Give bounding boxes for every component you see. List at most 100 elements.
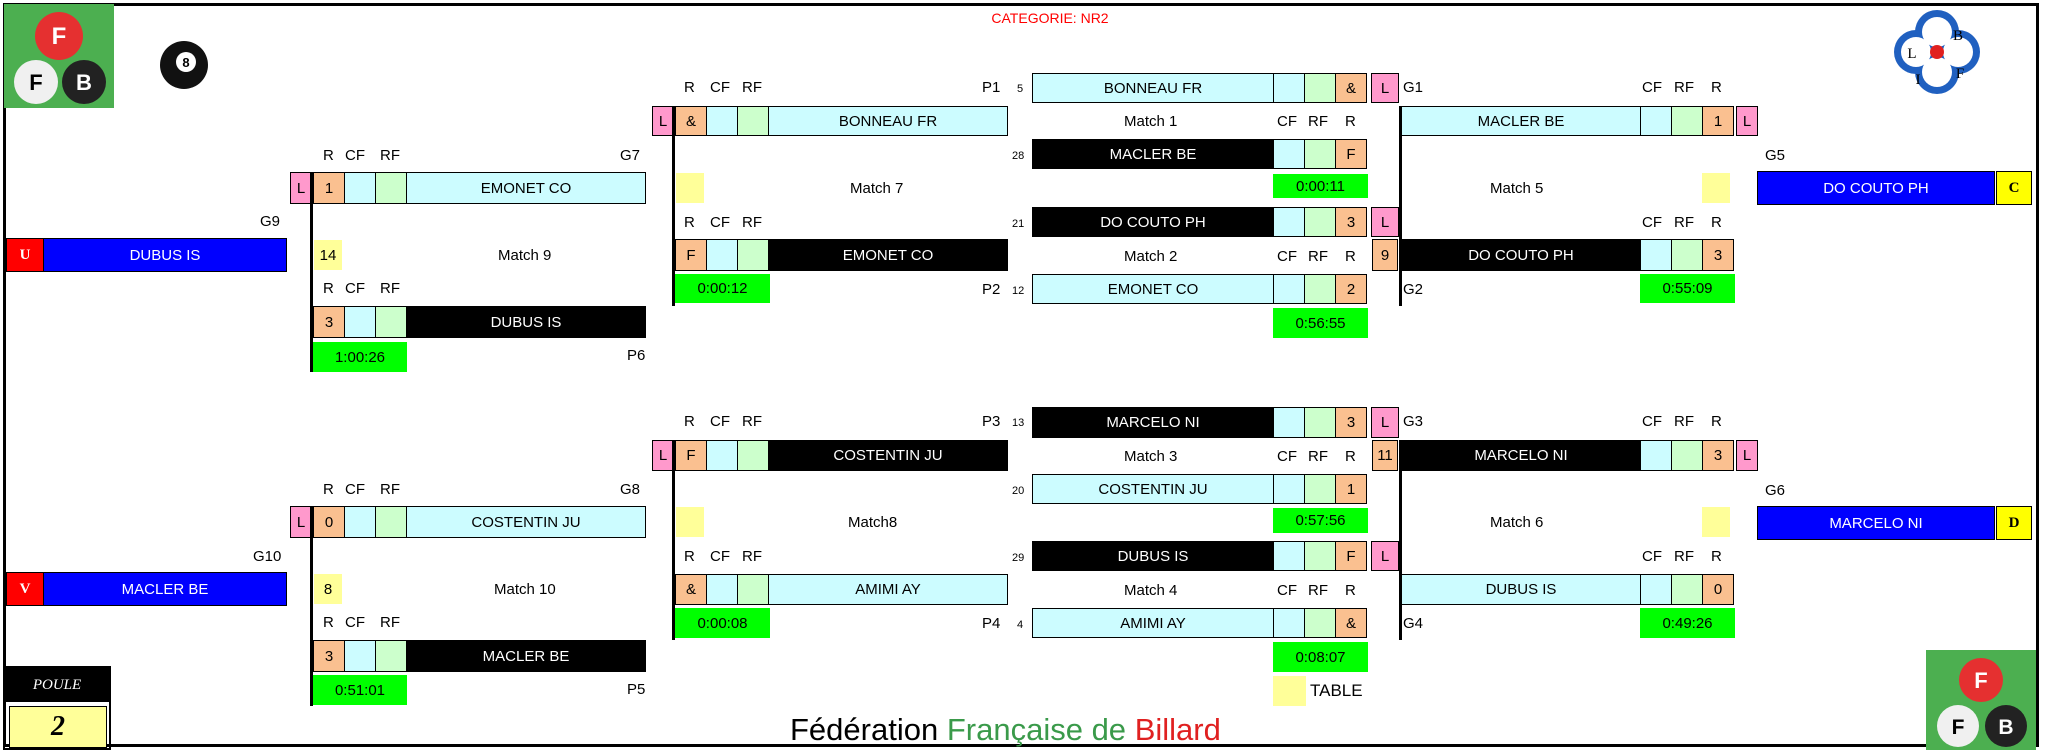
m7-top-player[interactable]: BONNEAU FR bbox=[768, 106, 1008, 136]
m9-winner[interactable]: DUBUS IS bbox=[43, 238, 287, 272]
m6-bot-player[interactable]: DUBUS IS bbox=[1401, 574, 1641, 605]
m8-bot-player[interactable]: AMIMI AY bbox=[768, 574, 1008, 605]
m8-top-player[interactable]: COSTENTIN JU bbox=[768, 440, 1008, 471]
table-legend-swatch bbox=[1273, 676, 1306, 706]
m1-top-rf[interactable] bbox=[1304, 73, 1336, 103]
m6-top-player[interactable]: MARCELO NI bbox=[1401, 440, 1641, 471]
m3-top-rf[interactable] bbox=[1304, 407, 1336, 438]
m7-bot-player[interactable]: EMONET CO bbox=[768, 239, 1008, 271]
m4-bot-result[interactable]: & bbox=[1335, 608, 1367, 638]
lbif-logo: L B I F bbox=[1892, 8, 1982, 96]
m7-top-rf[interactable] bbox=[737, 106, 769, 136]
footer-word-3: Billard bbox=[1134, 712, 1221, 747]
m5-bot-result[interactable]: 3 bbox=[1702, 239, 1734, 271]
m2-bot-player[interactable]: EMONET CO bbox=[1032, 274, 1274, 304]
m2-bot-cf[interactable] bbox=[1273, 274, 1305, 304]
m8-bot-rf[interactable] bbox=[737, 574, 769, 605]
m1-bot-rf[interactable] bbox=[1304, 139, 1336, 169]
m6-bot-rf[interactable] bbox=[1671, 574, 1703, 605]
m1-top-result[interactable]: & bbox=[1335, 73, 1367, 103]
m2-label: Match 2 bbox=[1124, 248, 1178, 265]
m2-top-player[interactable]: DO COUTO PH bbox=[1032, 207, 1274, 237]
m10-bot-result[interactable]: 3 bbox=[313, 640, 345, 672]
m10-top-result[interactable]: 0 bbox=[313, 506, 345, 538]
m8-col-cf2: CF bbox=[710, 548, 730, 565]
m2-top-result[interactable]: 3 bbox=[1335, 207, 1367, 237]
m6-top-result[interactable]: 3 bbox=[1702, 440, 1734, 471]
m9-top-player[interactable]: EMONET CO bbox=[406, 172, 646, 204]
m6-bot-cf[interactable] bbox=[1640, 574, 1672, 605]
m9-bot-player[interactable]: DUBUS IS bbox=[406, 306, 646, 338]
m5-winner[interactable]: DO COUTO PH bbox=[1757, 171, 1995, 205]
m5-top-player[interactable]: MACLER BE bbox=[1401, 106, 1641, 136]
m1-bot-player[interactable]: MACLER BE bbox=[1032, 139, 1274, 169]
m7-top-result[interactable]: & bbox=[675, 106, 707, 136]
m4-bot-rf[interactable] bbox=[1304, 608, 1336, 638]
m5-time: 0:55:09 bbox=[1640, 274, 1735, 303]
m1-top-cf[interactable] bbox=[1273, 73, 1305, 103]
m5-bot-rf[interactable] bbox=[1671, 239, 1703, 271]
m10-top-rf[interactable] bbox=[375, 506, 407, 538]
m3-bot-cf[interactable] bbox=[1273, 474, 1305, 504]
m9-bot-rf[interactable] bbox=[375, 306, 407, 338]
m6-bot-result[interactable]: 0 bbox=[1702, 574, 1734, 605]
m6-winner[interactable]: MARCELO NI bbox=[1757, 506, 1995, 540]
m5-top-rf[interactable] bbox=[1671, 106, 1703, 136]
m10-winner[interactable]: MACLER BE bbox=[43, 572, 287, 606]
ffb-logo-bottom: F F B bbox=[1926, 650, 2036, 750]
m7-time: 0:00:12 bbox=[675, 274, 770, 303]
m8-top-rf[interactable] bbox=[737, 440, 769, 471]
m10-bot-cf[interactable] bbox=[344, 640, 376, 672]
m4-top-result[interactable]: F bbox=[1335, 541, 1367, 571]
m2-top-cf[interactable] bbox=[1273, 207, 1305, 237]
m7-bot-cf[interactable] bbox=[706, 239, 738, 271]
m1-bot-cf[interactable] bbox=[1273, 139, 1305, 169]
m8-top-cf[interactable] bbox=[706, 440, 738, 471]
m3-top-flag: L bbox=[1371, 407, 1399, 438]
m3-top-num: 13 bbox=[1012, 417, 1025, 429]
m1-col-r: R bbox=[1345, 113, 1356, 130]
m6-top-cf[interactable] bbox=[1640, 440, 1672, 471]
m5-top-result[interactable]: 1 bbox=[1702, 106, 1734, 136]
m2-top-rf[interactable] bbox=[1304, 207, 1336, 237]
m9-top-result[interactable]: 1 bbox=[313, 172, 345, 204]
m5-col-r: R bbox=[1711, 79, 1722, 96]
m7-bot-rf[interactable] bbox=[737, 239, 769, 271]
m5-top-cf[interactable] bbox=[1640, 106, 1672, 136]
m4-top-cf[interactable] bbox=[1273, 541, 1305, 571]
m1-top-player[interactable]: BONNEAU FR bbox=[1032, 73, 1274, 103]
m8-top-result[interactable]: F bbox=[675, 440, 707, 471]
svg-text:B: B bbox=[1998, 716, 2013, 739]
m10-top-cf[interactable] bbox=[344, 506, 376, 538]
m4-bot-cf[interactable] bbox=[1273, 608, 1305, 638]
m4-top-player[interactable]: DUBUS IS bbox=[1032, 541, 1274, 571]
m5-g-win: G5 bbox=[1765, 147, 1786, 164]
m5-bot-cf[interactable] bbox=[1640, 239, 1672, 271]
m3-bot-player[interactable]: COSTENTIN JU bbox=[1032, 474, 1274, 504]
m6-top-rf[interactable] bbox=[1671, 440, 1703, 471]
m5-bot-player[interactable]: DO COUTO PH bbox=[1401, 239, 1641, 271]
m8-bot-cf[interactable] bbox=[706, 574, 738, 605]
m3-top-cf[interactable] bbox=[1273, 407, 1305, 438]
m7-bot-result[interactable]: F bbox=[675, 239, 707, 271]
m10-bot-rf[interactable] bbox=[375, 640, 407, 672]
m2-bot-rf[interactable] bbox=[1304, 274, 1336, 304]
m9-bot-result[interactable]: 3 bbox=[313, 306, 345, 338]
m9-top-cf[interactable] bbox=[344, 172, 376, 204]
m7-top-cf[interactable] bbox=[706, 106, 738, 136]
m1-bot-result[interactable]: F bbox=[1335, 139, 1367, 169]
m10-bot-player[interactable]: MACLER BE bbox=[406, 640, 646, 672]
m9-bot-cf[interactable] bbox=[344, 306, 376, 338]
m3-top-player[interactable]: MARCELO NI bbox=[1032, 407, 1274, 438]
m10-top-player[interactable]: COSTENTIN JU bbox=[406, 506, 646, 538]
m3-top-result[interactable]: 3 bbox=[1335, 407, 1367, 438]
m3-bot-result[interactable]: 1 bbox=[1335, 474, 1367, 504]
m4-bot-player[interactable]: AMIMI AY bbox=[1032, 608, 1274, 638]
m4-top-rf[interactable] bbox=[1304, 541, 1336, 571]
m3-bot-rf[interactable] bbox=[1304, 474, 1336, 504]
m2-bot-result[interactable]: 2 bbox=[1335, 274, 1367, 304]
m8-bot-result[interactable]: & bbox=[675, 574, 707, 605]
m9-top-rf[interactable] bbox=[375, 172, 407, 204]
m2-col-rf: RF bbox=[1308, 248, 1328, 265]
m3-p-label: P3 bbox=[982, 413, 1001, 430]
